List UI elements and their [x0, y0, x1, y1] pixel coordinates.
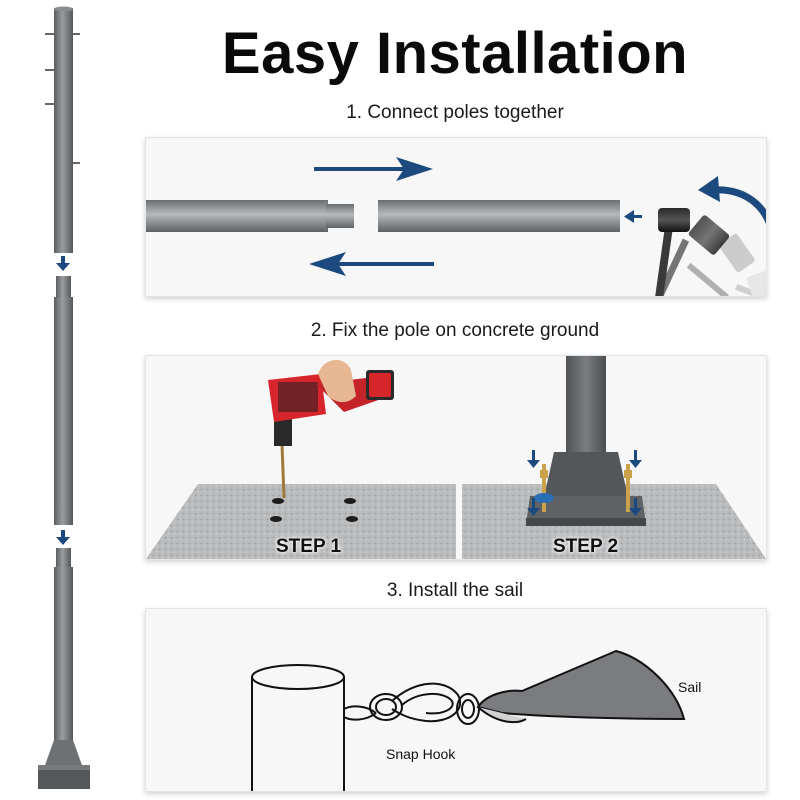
pole-base-plate	[526, 356, 646, 526]
page-title: Easy Installation	[221, 21, 689, 86]
arrow-down-icon	[527, 450, 642, 516]
arrow-right-icon	[314, 157, 433, 181]
pole-right	[378, 200, 620, 232]
hammer-icon	[652, 208, 766, 296]
step-2-panel: STEP 1 STEP 2	[145, 355, 767, 560]
swing-arrow-icon	[698, 176, 766, 225]
arrow-left-small-icon	[624, 210, 642, 223]
step-1-label: STEP 1	[276, 536, 342, 557]
step-2-heading: 2. Fix the pole on concrete ground	[310, 320, 600, 341]
fix-pole-illustration	[146, 356, 766, 559]
arrow-down-icon	[56, 256, 70, 271]
pole-section-top	[45, 6, 80, 253]
step-2-label: STEP 2	[553, 536, 619, 557]
pole-section-bottom	[38, 548, 90, 789]
arrow-down-icon	[56, 530, 70, 545]
connect-poles-illustration	[146, 157, 766, 296]
step-3-heading: 3. Install the sail	[386, 580, 524, 601]
snap-hook-label: Snap Hook	[386, 746, 456, 762]
post-outline	[251, 664, 345, 791]
snap-hook-icon	[369, 682, 480, 725]
sail-label: Sail	[678, 679, 702, 695]
pole-sections-illustration	[38, 6, 90, 789]
power-drill-icon	[268, 359, 394, 499]
sail-shape	[476, 649, 686, 724]
pole-section-middle	[54, 276, 73, 525]
step-1-panel	[145, 137, 767, 297]
step-1-heading: 1. Connect poles together	[346, 102, 564, 123]
arrow-left-icon	[309, 252, 434, 276]
concrete-slab-step-1	[146, 484, 456, 559]
install-sail-illustration	[251, 649, 686, 791]
step-3-panel: Sail Snap Hook	[145, 608, 767, 792]
pole-left	[146, 200, 354, 232]
